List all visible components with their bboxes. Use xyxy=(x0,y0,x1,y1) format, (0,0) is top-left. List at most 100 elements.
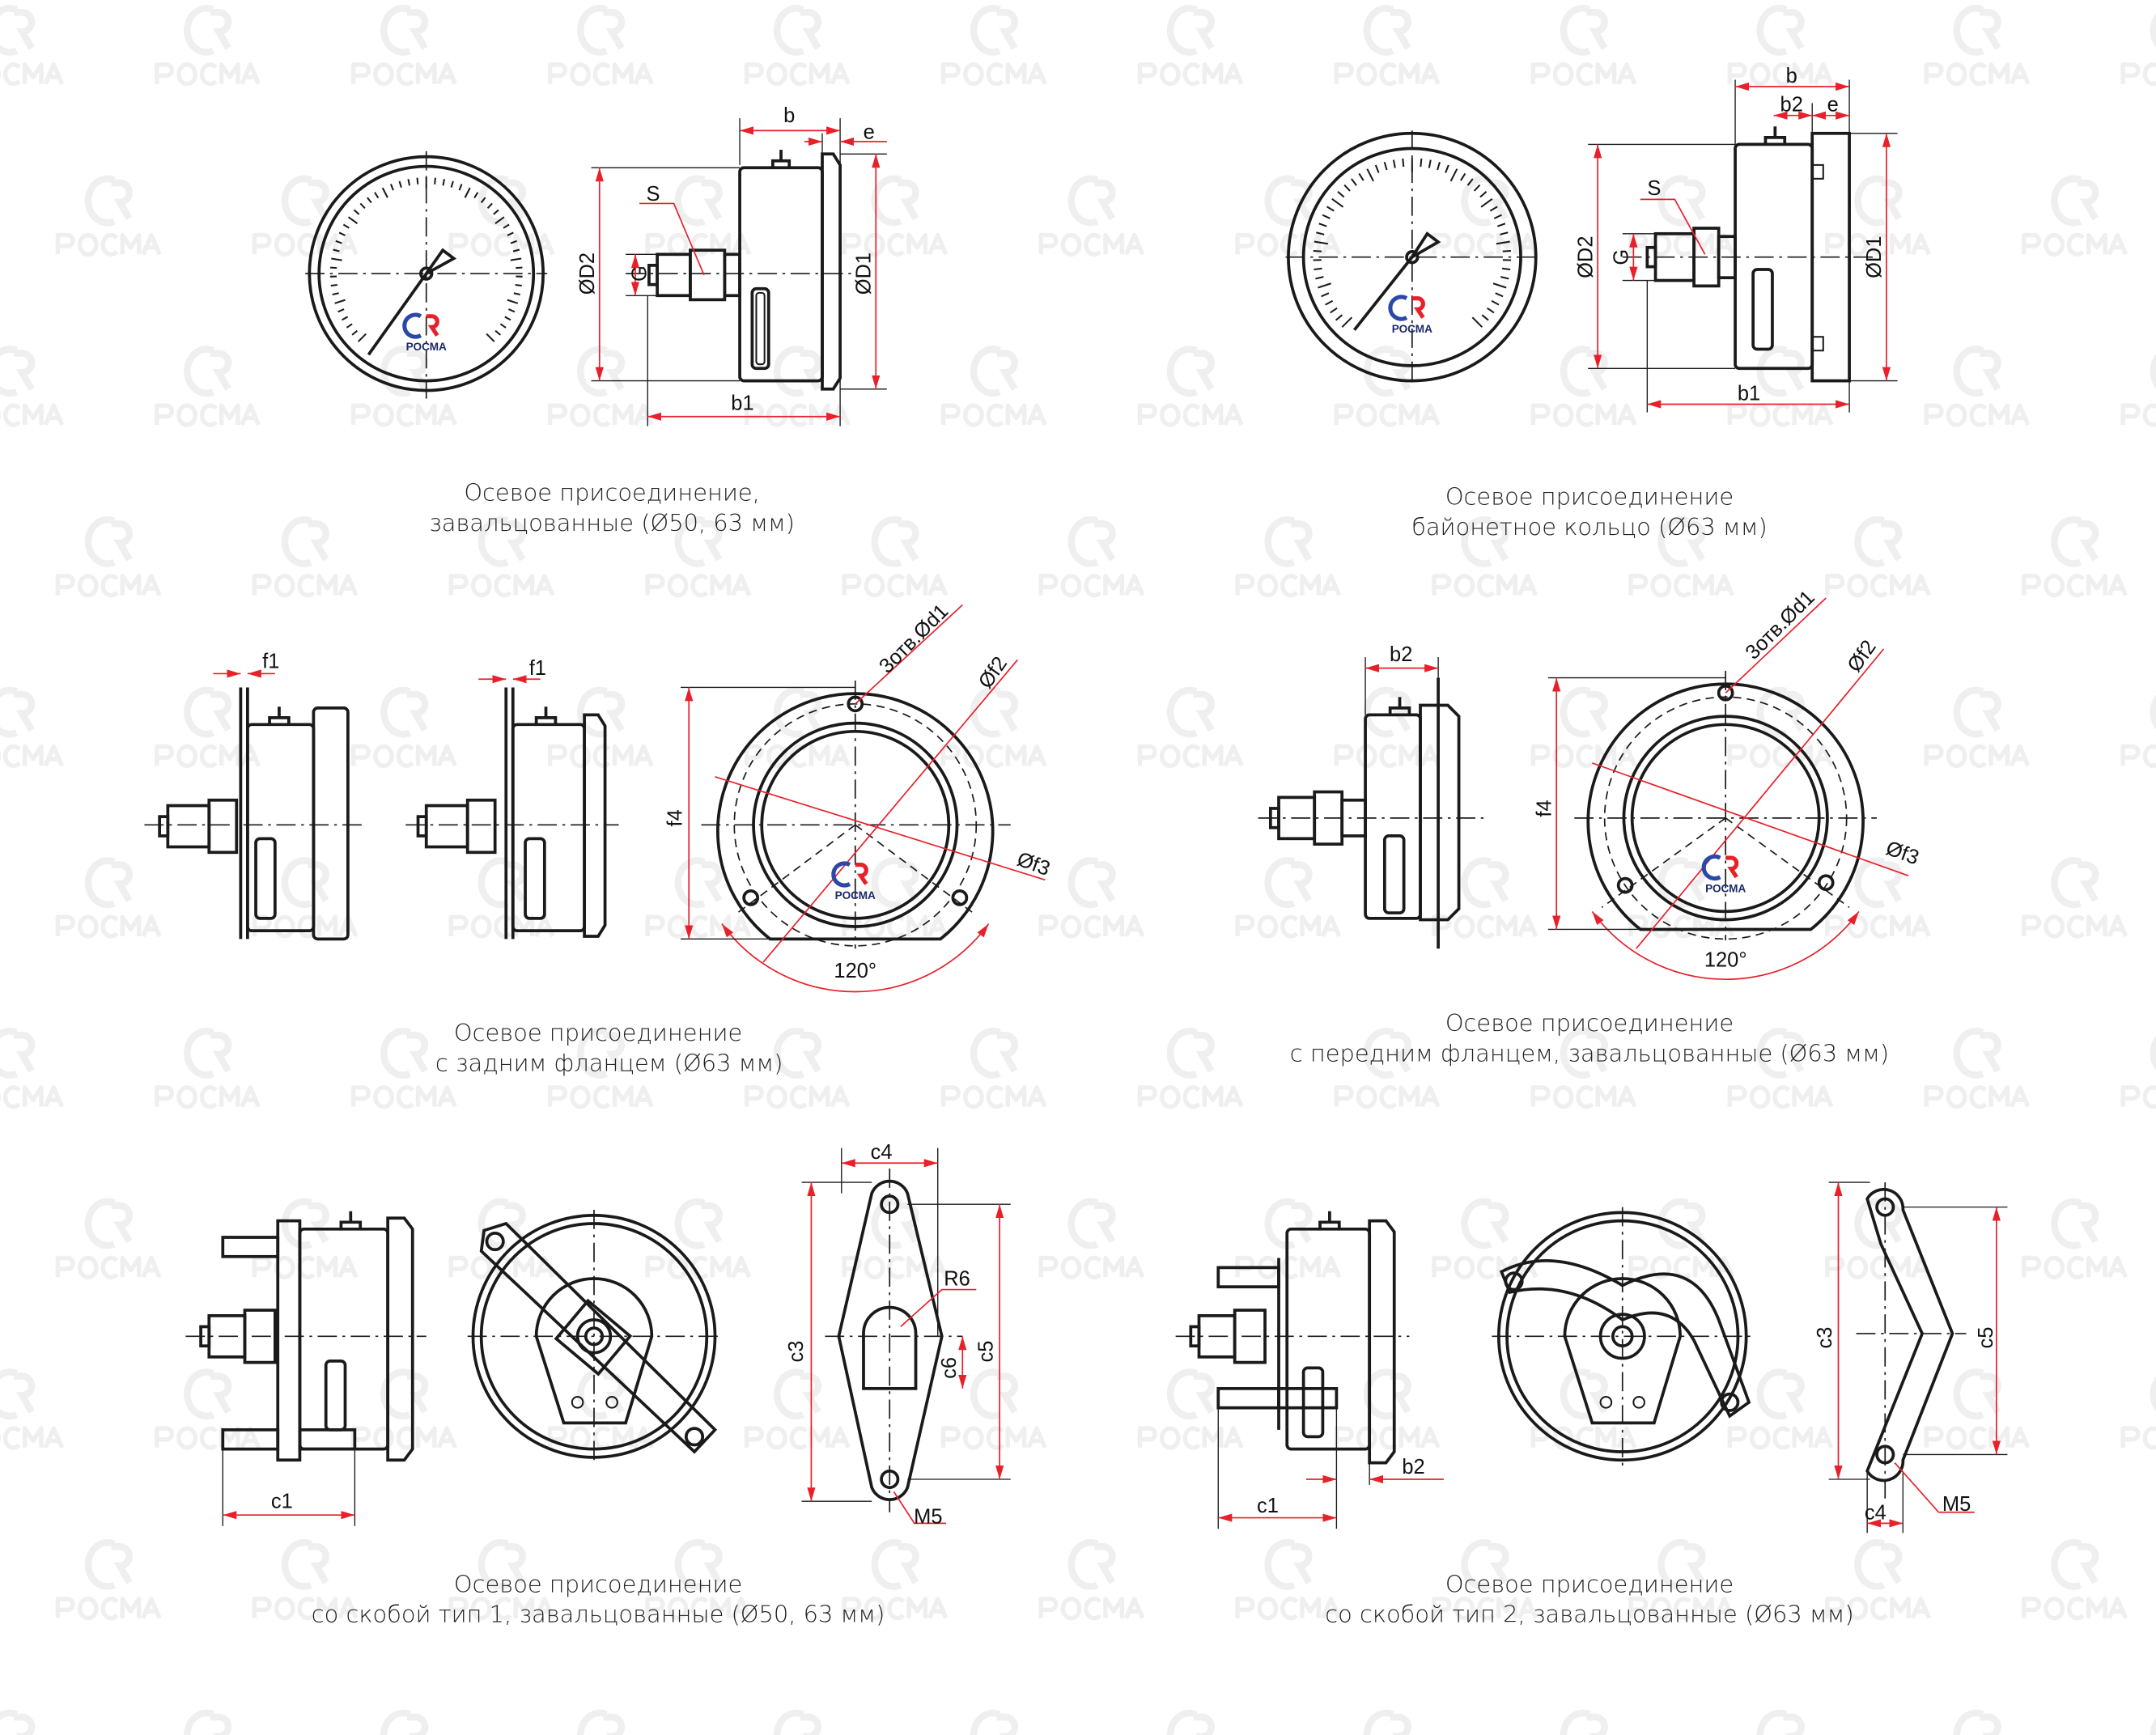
watermark-logo xyxy=(1727,346,1834,427)
panel-axial-rear-flange: f1 f1 xyxy=(144,600,1053,1076)
watermark-logo xyxy=(1924,686,2031,768)
dim-label-c1: c1 xyxy=(1257,1495,1279,1517)
dim-label-e: e xyxy=(1827,94,1839,117)
svg-text:РОСМА: РОСМА xyxy=(835,889,876,901)
dial-tick xyxy=(1496,240,1510,245)
watermark-logo xyxy=(2120,354,2156,427)
dial-tick xyxy=(1325,299,1334,306)
watermark-logo xyxy=(1432,515,1538,598)
watermark-logo xyxy=(1530,346,1637,427)
watermark-logo xyxy=(0,4,65,87)
dial-tick xyxy=(1318,223,1327,227)
watermark-logo xyxy=(155,686,261,768)
dial-tick xyxy=(1449,168,1458,182)
watermark-logo xyxy=(547,4,654,87)
dial-tick xyxy=(407,179,410,186)
dial-tick xyxy=(1366,168,1374,182)
watermark-logo xyxy=(1166,1709,1216,1735)
dim-label-b: b xyxy=(1786,65,1797,87)
watermark-logo xyxy=(1334,686,1441,768)
dial-tick xyxy=(1460,172,1466,181)
dial-tick xyxy=(1383,161,1388,171)
dim-label-angle: 120° xyxy=(1704,948,1747,971)
dial-tick xyxy=(1445,164,1449,173)
watermark-logo xyxy=(1756,1709,1805,1735)
watermark-logo xyxy=(1727,686,1834,768)
watermark-logo xyxy=(184,1709,232,1735)
dial-tick xyxy=(367,197,372,204)
dimensions: b b2 e S ØD2 G ØD1 b1 xyxy=(1574,65,1898,413)
dim-label-c5: c5 xyxy=(1975,1327,1997,1349)
watermark-logo xyxy=(1432,1198,1538,1279)
dial-tick xyxy=(507,308,516,313)
gauge-front-view: РОСМА xyxy=(305,151,548,399)
watermark-logo xyxy=(1235,857,1342,939)
gauge-side-view: c1 xyxy=(185,1211,427,1526)
caption-line-1: Осевое присоединение xyxy=(454,1019,742,1046)
dim-label-e: e xyxy=(864,121,875,144)
dial-tick xyxy=(507,299,519,304)
bracket-plate-drawing: c3 c5 c4 M5 xyxy=(1814,1181,2008,1534)
dial-tick xyxy=(499,323,507,329)
dial-tick xyxy=(1495,292,1504,298)
watermark-logo xyxy=(2022,175,2128,257)
caption-line-2: с задним фланцем (Ø63 мм) xyxy=(435,1049,783,1076)
watermark-logo xyxy=(1530,1368,1637,1450)
svg-text:РОСМА: РОСМА xyxy=(1705,883,1746,895)
watermark-logo xyxy=(155,4,261,87)
dim-label-b2: b2 xyxy=(1402,1456,1424,1478)
dim-label-b1: b1 xyxy=(1738,382,1760,405)
watermark-logo xyxy=(55,1198,162,1279)
dim-label-c3: c3 xyxy=(785,1341,808,1363)
watermark-logo xyxy=(155,1368,261,1450)
dim-label-f1: f1 xyxy=(262,651,279,673)
watermark-logo xyxy=(1432,1538,1538,1621)
rosma-logo: РОСМА xyxy=(1701,854,1746,895)
dial-tick xyxy=(1466,178,1474,186)
gauge-rear-with-bracket xyxy=(1492,1207,1754,1469)
watermark-logo xyxy=(1560,1709,1608,1735)
dim-label-d1: ØD1 xyxy=(852,252,875,295)
dim-label-b: b xyxy=(783,104,795,127)
dim-label-d2: ØD2 xyxy=(576,252,599,295)
watermark-logo xyxy=(2022,1538,2128,1621)
watermark-logo xyxy=(1334,346,1441,427)
dim-label-c4: c4 xyxy=(1865,1501,1886,1524)
gauge-side-view xyxy=(1622,126,1878,383)
dial-tick xyxy=(1500,231,1509,235)
dial-tick xyxy=(1343,184,1351,192)
dim-label-c3: c3 xyxy=(1814,1327,1836,1349)
dial-tick xyxy=(342,223,350,229)
watermark-logo xyxy=(1235,515,1342,598)
dial-tick xyxy=(1358,172,1364,181)
watermark-logo xyxy=(55,515,162,598)
dial-tick xyxy=(1316,231,1325,235)
watermark-logo xyxy=(645,175,752,257)
dial-tick xyxy=(374,192,380,199)
panel-axial-front-flange: b2 РОСМА 3отв.Ød1 xyxy=(1258,586,1922,1067)
watermark-logo xyxy=(55,175,162,257)
watermark-logo xyxy=(0,686,65,768)
dial-tick xyxy=(1314,240,1328,245)
watermark-logo xyxy=(1038,515,1145,598)
dial-tick xyxy=(1392,159,1396,168)
watermark-logo xyxy=(645,515,752,598)
dim-label-m5: M5 xyxy=(914,1505,942,1528)
dial-tick xyxy=(486,333,495,342)
watermark-logo xyxy=(940,686,1047,768)
gauge-front-view: РОСМА xyxy=(1285,130,1540,385)
dial-tick xyxy=(1337,191,1345,198)
dial-tick xyxy=(335,240,342,244)
dial-tick xyxy=(1486,307,1495,314)
watermark-logo xyxy=(547,346,654,427)
watermark-logo xyxy=(1628,515,1735,598)
caption-line-2: со скобой тип 1, завальцованные (Ø50, 63… xyxy=(312,1601,885,1628)
watermark-logo xyxy=(1530,686,1637,768)
svg-text:РОСМА: РОСМА xyxy=(1392,323,1432,335)
watermark-logo xyxy=(2120,1377,2156,1450)
watermark-logo xyxy=(2022,1198,2128,1279)
dim-label-r6: R6 xyxy=(944,1267,970,1290)
watermark-logo xyxy=(744,1368,851,1450)
caption-line-1: Осевое присоединение xyxy=(454,1570,742,1597)
watermark-logo xyxy=(380,1709,429,1735)
